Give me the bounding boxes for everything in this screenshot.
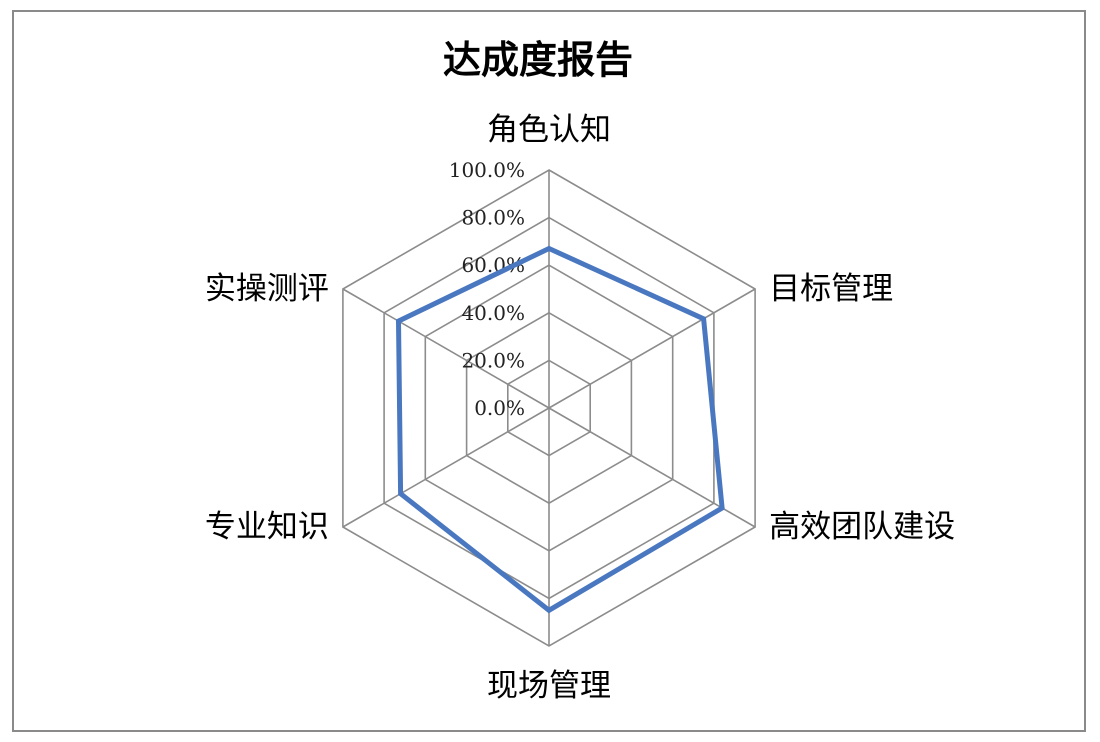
axis-spoke-2 [548,288,756,409]
axis-spoke-5 [342,407,550,528]
category-label-1: 角色认知 [487,112,611,148]
tick-label: 40.0% [461,301,525,325]
radial-tick-labels: 0.0%20.0%40.0%60.0%80.0%100.0% [449,158,525,420]
series-layer [395,245,725,614]
category-label-4: 现场管理 [487,668,611,704]
category-label-5: 专业知识 [205,509,329,545]
tick-label: 100.0% [449,158,525,182]
tick-label: 0.0% [474,396,525,420]
chart-title: 达成度报告 [443,38,633,82]
radar-grid [342,169,756,647]
category-label-2: 目标管理 [769,271,893,307]
axis-spoke-6 [342,288,550,409]
tick-label: 80.0% [461,206,525,230]
tick-label: 20.0% [461,348,525,372]
category-label-6: 实操测评 [205,271,329,307]
series-line-1 [395,245,725,614]
category-label-3: 高效团队建设 [769,509,955,545]
